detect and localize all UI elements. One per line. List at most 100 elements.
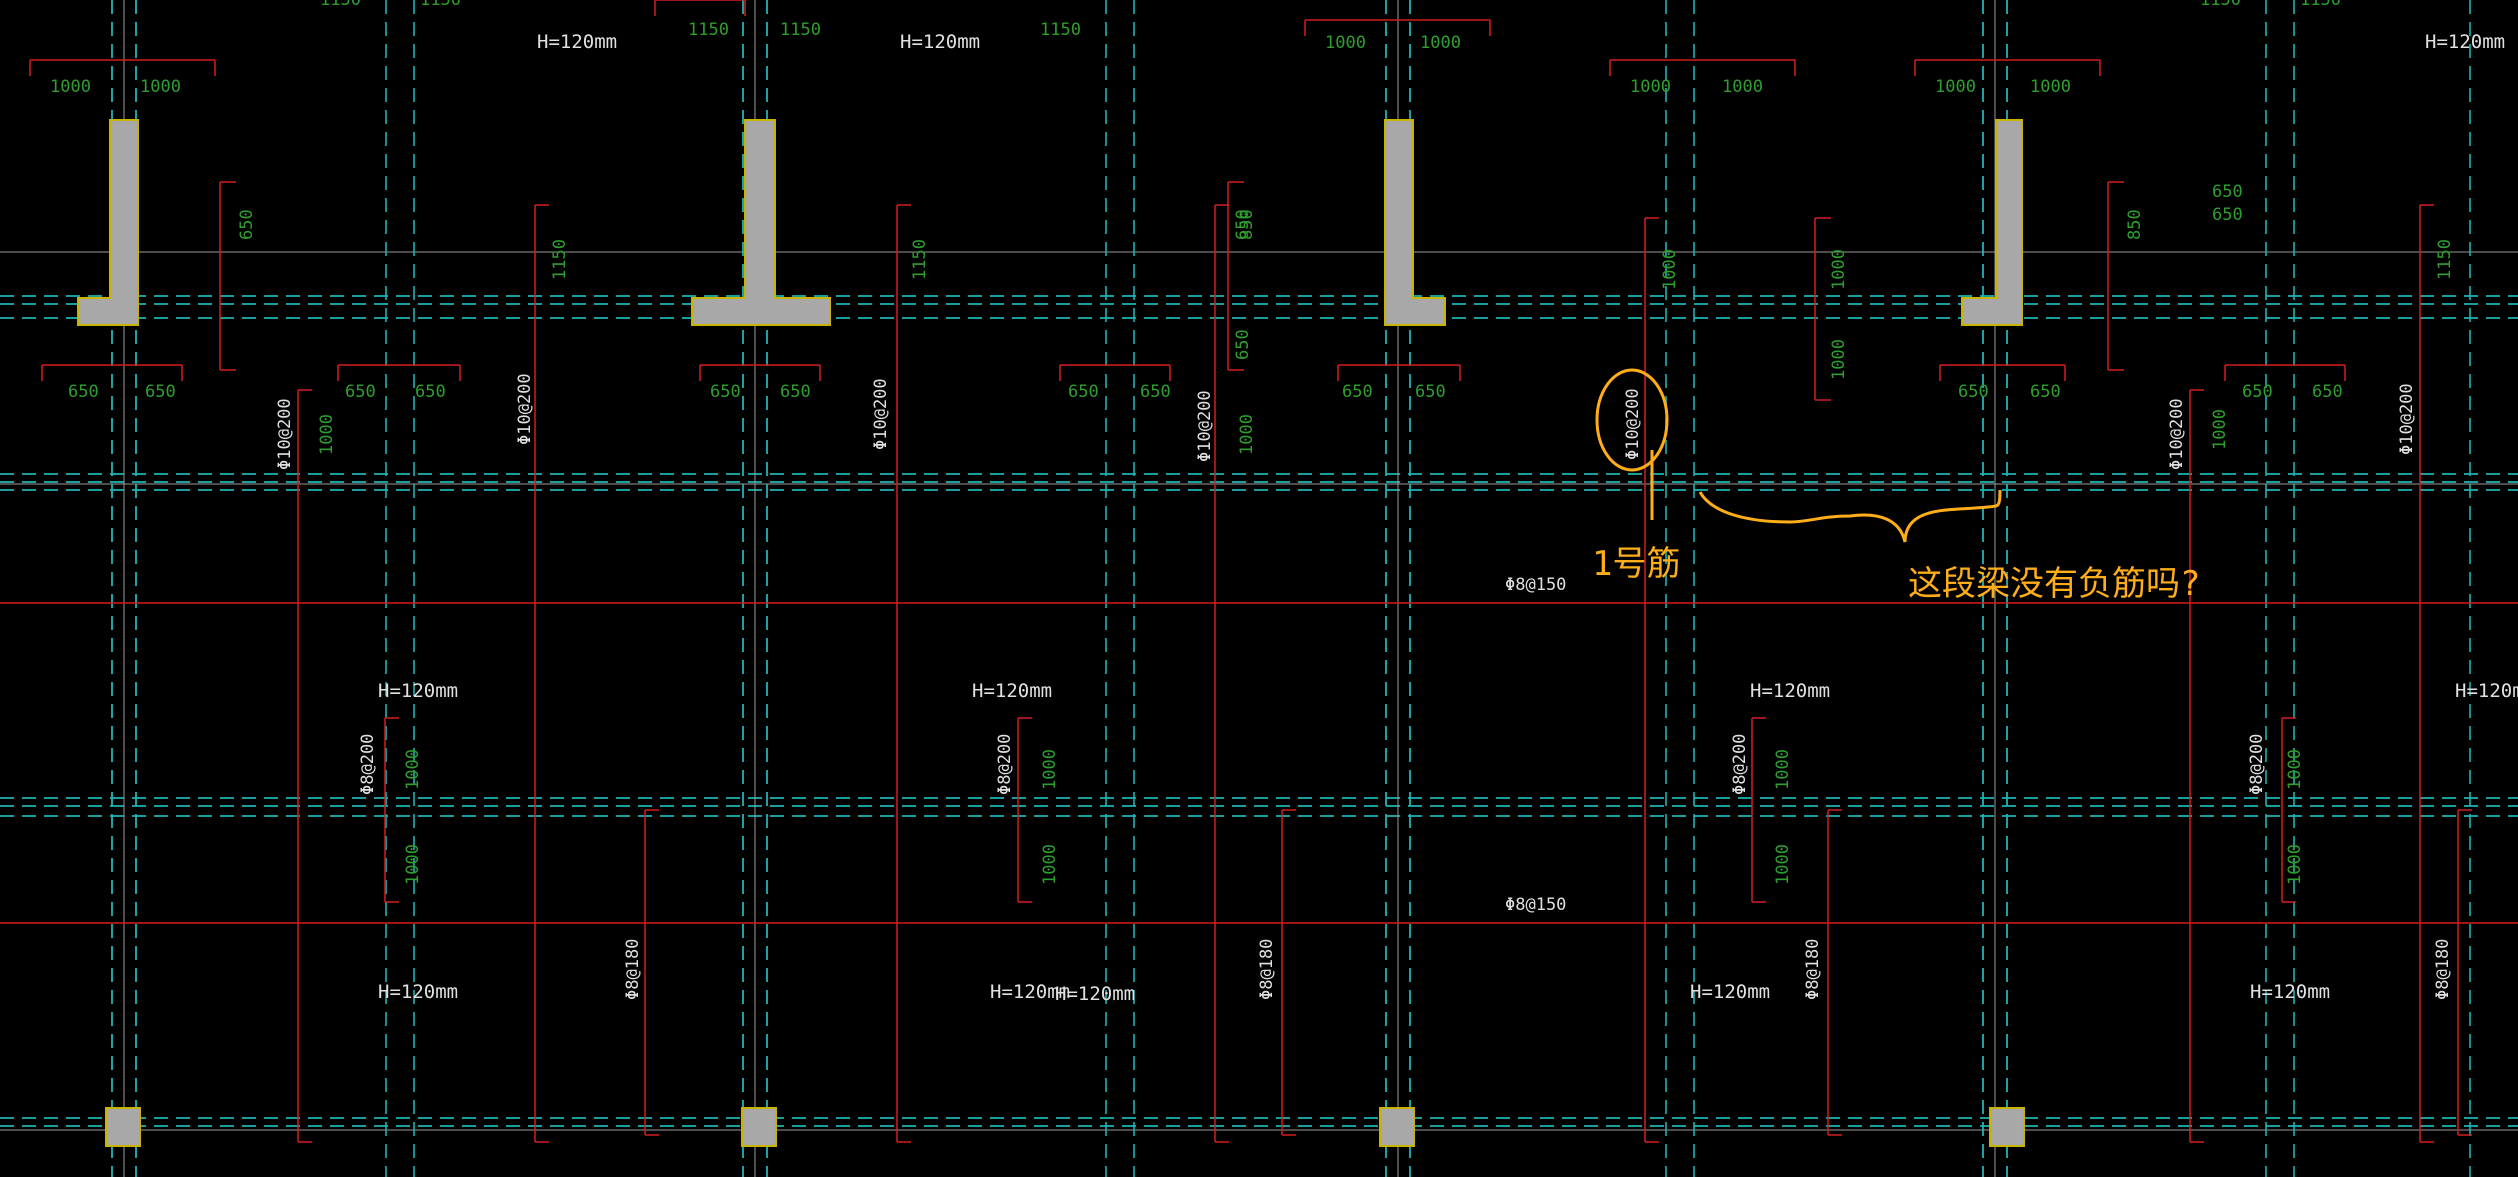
- distribution-label: Φ8@150: [1505, 895, 1566, 915]
- dimension-text: 1150: [688, 20, 729, 40]
- dimension-text: 650: [1342, 382, 1373, 402]
- rebar-spec-top: Φ10@200: [1195, 390, 1215, 462]
- dimension-text: 650: [1233, 329, 1253, 360]
- dimension-text: 1000: [2030, 77, 2071, 97]
- dimension-text: 1150: [320, 0, 361, 10]
- dimension-text: 1000: [1773, 749, 1793, 790]
- dimension-text: 650: [68, 382, 99, 402]
- dimension-text: 650: [1415, 382, 1446, 402]
- dimension-text: 650: [1140, 382, 1171, 402]
- dimension-text: 650: [2212, 182, 2243, 202]
- slab-thickness-label: H=120mm: [1055, 983, 1135, 1005]
- dimension-text: 1150: [550, 239, 570, 280]
- rebar-spec-top: Φ10@200: [2397, 383, 2417, 455]
- annotation-question: 这段梁没有负筋吗?: [1908, 564, 2200, 604]
- column-layer: [77, 119, 2025, 1147]
- rebar-spec-top: Φ10@200: [871, 378, 891, 450]
- slab-thickness-label: H=120mm: [2425, 31, 2505, 53]
- dimension-text: 1000: [2210, 409, 2230, 450]
- slab-thickness-label: H=120mm: [537, 31, 617, 53]
- dimension-text: 1000: [1935, 77, 1976, 97]
- column-l-4: [1961, 119, 2023, 326]
- highlight-ellipse: [1595, 368, 1669, 472]
- dimension-text: 1000: [403, 749, 423, 790]
- rebar-spec-top: Φ10@200: [275, 398, 295, 470]
- rebar-spec-top: Φ10@200: [2167, 398, 2187, 470]
- dimension-text: 850: [2125, 209, 2145, 240]
- beam-markup-curve: [1698, 489, 2002, 543]
- dimension-text: 650: [1958, 382, 1989, 402]
- slab-thickness-label: H=120mm: [378, 981, 458, 1003]
- dimension-text: 1150: [2435, 239, 2455, 280]
- rebar-spec-bottom: Φ8@180: [623, 939, 643, 1000]
- slab-thickness-label: H=120mm: [1750, 680, 1830, 702]
- dimension-text: 650: [345, 382, 376, 402]
- dimension-text: 850: [1237, 209, 1257, 240]
- dimension-text: 650: [1233, 209, 1253, 240]
- column-l-3: [1384, 119, 1446, 326]
- dimension-text: 1150: [2200, 0, 2241, 10]
- column-square: [741, 1107, 777, 1147]
- slab-thickness-label: H=120mm: [972, 680, 1052, 702]
- dimension-text: 650: [237, 209, 257, 240]
- rebar-spec-bottom: Φ8@180: [2433, 939, 2453, 1000]
- rebar-spec-bottom: Φ8@180: [1257, 939, 1277, 1000]
- rebar-spec-top: Φ10@200: [1623, 388, 1643, 460]
- dimension-text: 650: [415, 382, 446, 402]
- dimension-text: 1000: [140, 77, 181, 97]
- rebar-spec-mid: Φ8@200: [995, 734, 1015, 795]
- dimension-text: 1150: [780, 20, 821, 40]
- slab-thickness-label: H=120mm: [2250, 981, 2330, 1003]
- slab-thickness-label: H=120mm: [378, 680, 458, 702]
- annotation-label-1: 1号筋: [1592, 544, 1680, 584]
- dimension-text: 1000: [1237, 414, 1257, 455]
- dimension-text: 650: [2312, 382, 2343, 402]
- dimension-text: 1000: [2285, 749, 2305, 790]
- slab-thickness-label: H=120mm: [1690, 981, 1770, 1003]
- dimension-text: 1000: [1325, 33, 1366, 53]
- markup-layer: 1号筋 这段梁没有负筋吗?: [1592, 368, 2200, 604]
- rebar-spec-mid: Φ8@200: [1730, 734, 1750, 795]
- dimension-text: 650: [1068, 382, 1099, 402]
- column-l-1: [77, 119, 139, 326]
- column-square: [1989, 1107, 2025, 1147]
- dimension-text: 1150: [910, 239, 930, 280]
- dimension-text: 1000: [2285, 844, 2305, 885]
- dimension-text: 650: [145, 382, 176, 402]
- dimension-layer: 650 650 650 650 650 650 650 650 650 650 650 650 650 6…: [50, 0, 2455, 885]
- dimension-text: 1000: [1829, 249, 1849, 290]
- column-square: [1379, 1107, 1415, 1147]
- dimension-text: 1150: [1040, 20, 1081, 40]
- dimension-text: 1150: [2300, 0, 2341, 10]
- column-square: [105, 1107, 141, 1147]
- rebar-spec-mid: Φ8@200: [358, 734, 378, 795]
- slab-thickness-label: H=120mm: [990, 981, 1070, 1003]
- slab-thickness-label: H=120mm: [900, 31, 980, 53]
- column-t-2: [691, 119, 831, 326]
- dimension-text: 650: [2212, 205, 2243, 225]
- dimension-text: 1000: [1722, 77, 1763, 97]
- dimension-text: 1000: [50, 77, 91, 97]
- dimension-text: 1000: [1040, 844, 1060, 885]
- dimension-text: 650: [710, 382, 741, 402]
- dimension-text: 650: [2030, 382, 2061, 402]
- dimension-text: 650: [780, 382, 811, 402]
- dimension-text: 1000: [1829, 339, 1849, 380]
- dimension-text: 1000: [317, 414, 337, 455]
- rebar-spec-bottom: Φ8@180: [1803, 939, 1823, 1000]
- dimension-text: 1000: [1040, 749, 1060, 790]
- distribution-label: Φ8@150: [1505, 575, 1566, 595]
- dimension-text: 1000: [1420, 33, 1461, 53]
- rebar-spec-mid: Φ8@200: [2247, 734, 2267, 795]
- dimension-text: 1000: [1630, 77, 1671, 97]
- dimension-text: 1000: [1660, 249, 1680, 290]
- slab-thickness-label: H=120mm: [2455, 680, 2518, 702]
- dimension-text: 1150: [420, 0, 461, 10]
- dimension-text: 1000: [403, 844, 423, 885]
- dimension-text: 1000: [1773, 844, 1793, 885]
- dimension-text: 650: [2242, 382, 2273, 402]
- rebar-spec-top: Φ10@200: [515, 373, 535, 445]
